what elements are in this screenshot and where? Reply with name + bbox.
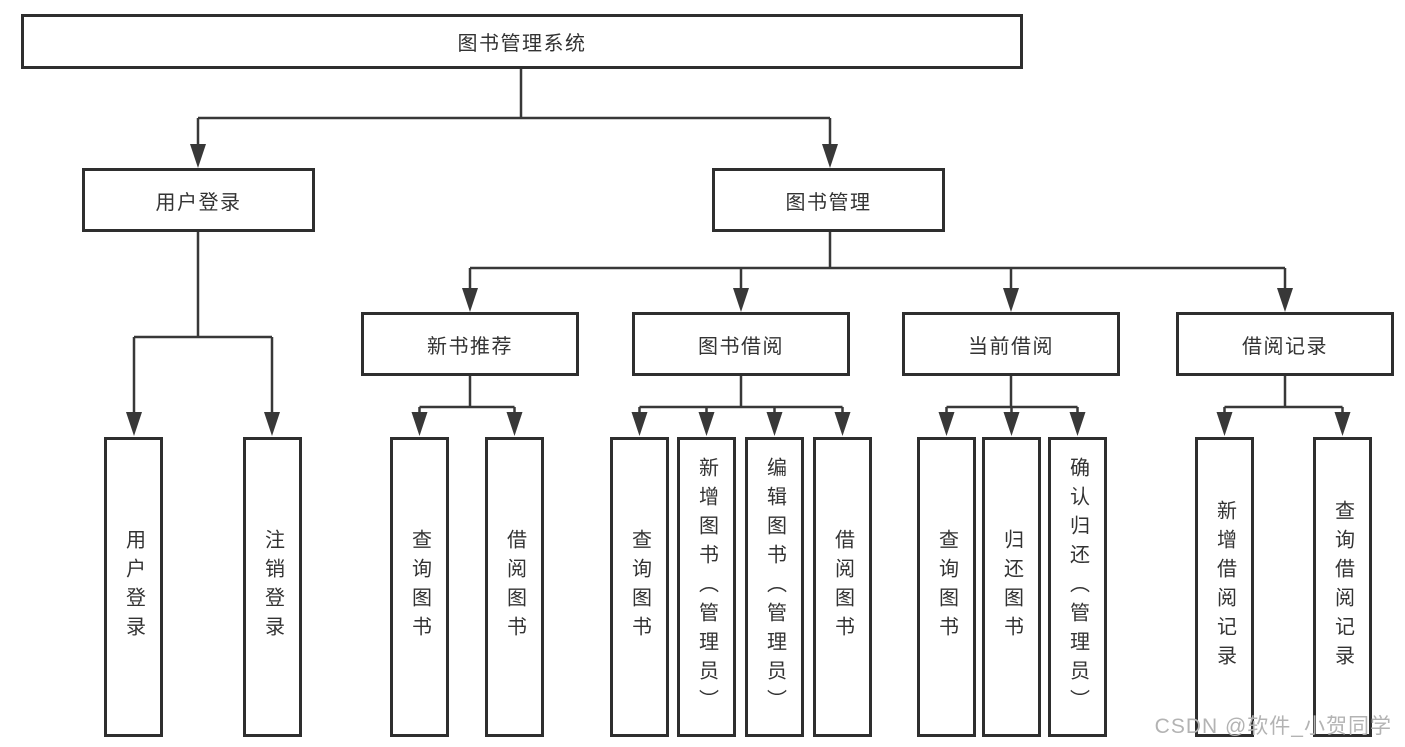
arrowhead-icon: [834, 412, 851, 436]
connector-newbookrec-to-leaves: [418, 376, 516, 414]
leaf-cb-confirm-return-admin: 确认归还（管理员）: [1048, 437, 1107, 737]
connector-bookmgmt-to-level3: [468, 232, 1287, 290]
leaf-nbr-query-books: 查询图书: [390, 437, 449, 737]
node-label: 借阅图书: [831, 529, 854, 645]
watermark: CSDN @软件_小贺同学: [1154, 715, 1392, 738]
leaf-bb-borrow-books: 借阅图书: [813, 437, 872, 737]
connector-currentborrow-to-leaves: [945, 376, 1079, 414]
node-label: 用户登录: [122, 529, 145, 645]
arrowhead-icon: [766, 412, 783, 436]
arrowhead-icon: [822, 144, 838, 168]
arrowhead-icon: [1216, 412, 1233, 436]
arrowhead-icons: [126, 144, 1351, 436]
arrowhead-icon: [126, 412, 142, 436]
node-label: 新增图书（管理员）: [695, 456, 718, 718]
node-user-login: 用户登录: [82, 168, 315, 232]
leaf-nbr-borrow-books: 借阅图书: [485, 437, 544, 737]
arrowhead-icon: [462, 288, 478, 312]
node-label: 查询借阅记录: [1331, 500, 1354, 674]
leaf-bb-edit-books-admin: 编辑图书（管理员）: [745, 437, 804, 737]
arrowhead-icon: [411, 412, 428, 436]
node-label: 查询图书: [408, 529, 431, 645]
node-label: 确认归还（管理员）: [1066, 456, 1089, 718]
arrowhead-icon: [506, 412, 523, 436]
node-book-management: 图书管理: [712, 168, 945, 232]
node-label: 借阅图书: [503, 529, 526, 645]
arrowhead-icon: [938, 412, 955, 436]
connector-userlogin-to-leaves: [132, 232, 274, 414]
leaf-cb-query-books: 查询图书: [917, 437, 976, 737]
connector-borrowrecords-to-leaves: [1223, 376, 1344, 414]
arrowhead-icon: [733, 288, 749, 312]
leaf-user-login: 用户登录: [104, 437, 163, 737]
arrowhead-icon: [1334, 412, 1351, 436]
node-label: 归还图书: [1000, 529, 1023, 645]
leaf-bb-add-books-admin: 新增图书（管理员）: [677, 437, 736, 737]
leaf-br-query-record: 查询借阅记录: [1313, 437, 1372, 737]
node-label: 注销登录: [261, 529, 284, 645]
connector-root-to-level2: [196, 69, 832, 146]
arrowhead-icon: [698, 412, 715, 436]
node-book-borrow: 图书借阅: [632, 312, 850, 376]
arrowhead-icon: [631, 412, 648, 436]
leaf-cb-return-books: 归还图书: [982, 437, 1041, 737]
node-borrow-records: 借阅记录: [1176, 312, 1394, 376]
leaf-bb-query-books: 查询图书: [610, 437, 669, 737]
connector-bookborrow-to-leaves: [638, 376, 844, 414]
arrowhead-icon: [1003, 412, 1020, 436]
leaf-logout: 注销登录: [243, 437, 302, 737]
node-new-book-recommend: 新书推荐: [361, 312, 579, 376]
arrowhead-icon: [1069, 412, 1086, 436]
leaf-br-add-record: 新增借阅记录: [1195, 437, 1254, 737]
node-label: 新增借阅记录: [1213, 500, 1236, 674]
arrowhead-icon: [264, 412, 280, 436]
arrowhead-icon: [1003, 288, 1019, 312]
node-label: 查询图书: [935, 529, 958, 645]
node-root: 图书管理系统: [21, 14, 1023, 69]
arrowhead-icon: [190, 144, 206, 168]
node-label: 编辑图书（管理员）: [763, 456, 786, 718]
arrowhead-icon: [1277, 288, 1293, 312]
node-label: 查询图书: [628, 529, 651, 645]
node-current-borrow: 当前借阅: [902, 312, 1120, 376]
